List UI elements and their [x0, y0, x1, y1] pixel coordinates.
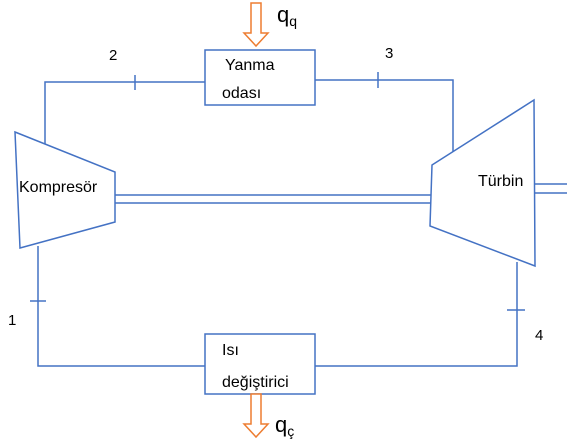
heat-in-symbol: q — [277, 2, 289, 27]
state-1-label: 1 — [8, 312, 16, 329]
turbine-shape — [429, 98, 536, 268]
heat-exchanger-box — [204, 333, 316, 395]
pipe-combustion-to-turbine — [315, 79, 454, 155]
heat-in-subscript: q — [289, 13, 297, 29]
heat-out-subscript: ç — [287, 423, 294, 439]
heat-out-arrow-icon — [242, 393, 270, 439]
compressor-shape — [14, 130, 116, 249]
pipe-turbine-to-exchanger — [315, 262, 518, 367]
heat-in-label: qq — [277, 2, 297, 29]
compressor-label: Kompresör — [19, 179, 98, 196]
heat-exchanger-label-line2: değiştirici — [222, 374, 289, 391]
heat-in-arrow-icon — [242, 2, 270, 48]
heat-out-symbol: q — [275, 412, 287, 437]
heat-exchanger-label-line1: Isı — [222, 342, 239, 359]
state-3-label: 3 — [385, 45, 393, 62]
state-4-label: 4 — [535, 327, 543, 344]
combustion-chamber-label-line1: Yanma — [225, 57, 275, 74]
pipe-exchanger-to-compressor — [37, 246, 205, 367]
pipe-compressor-to-combustion — [44, 81, 205, 145]
heat-out-label: qç — [275, 412, 294, 439]
combustion-chamber-box — [204, 49, 316, 106]
turbine-label: Türbin — [478, 173, 523, 190]
state-2-label: 2 — [109, 47, 117, 64]
combustion-chamber-label-line2: odası — [222, 85, 261, 102]
